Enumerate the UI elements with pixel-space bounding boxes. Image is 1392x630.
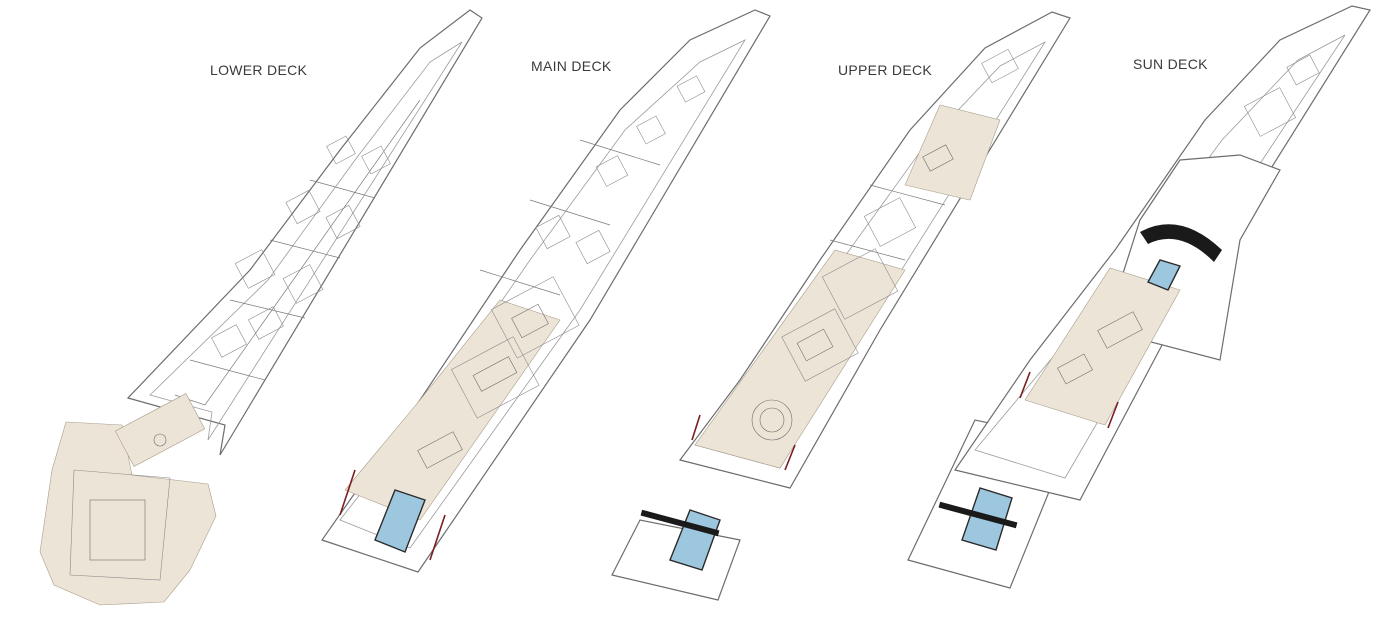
lower-deck-label: LOWER DECK xyxy=(210,62,308,78)
sun-deck-plan xyxy=(907,5,1371,589)
upper-deck-plan xyxy=(611,11,1071,601)
sun-deck-label: SUN DECK xyxy=(1133,56,1208,72)
sun-deck-teak xyxy=(1019,259,1181,429)
main-deck-label: MAIN DECK xyxy=(531,58,612,74)
upper-deck-stern-outline xyxy=(611,509,741,601)
main-deck-interior xyxy=(417,75,706,469)
lower-deck-interior xyxy=(114,99,421,467)
upper-deck-interior xyxy=(751,48,1019,441)
sun-deck-furniture xyxy=(1057,54,1320,385)
lower-deck-plan xyxy=(39,9,483,606)
main-deck-plan xyxy=(321,9,771,573)
lower-deck-swim-platform xyxy=(39,421,217,606)
upper-deck-label: UPPER DECK xyxy=(838,62,933,78)
upper-deck-teak xyxy=(691,104,1001,471)
lower-deck-hull xyxy=(126,9,483,456)
main-deck-pool xyxy=(339,469,446,561)
